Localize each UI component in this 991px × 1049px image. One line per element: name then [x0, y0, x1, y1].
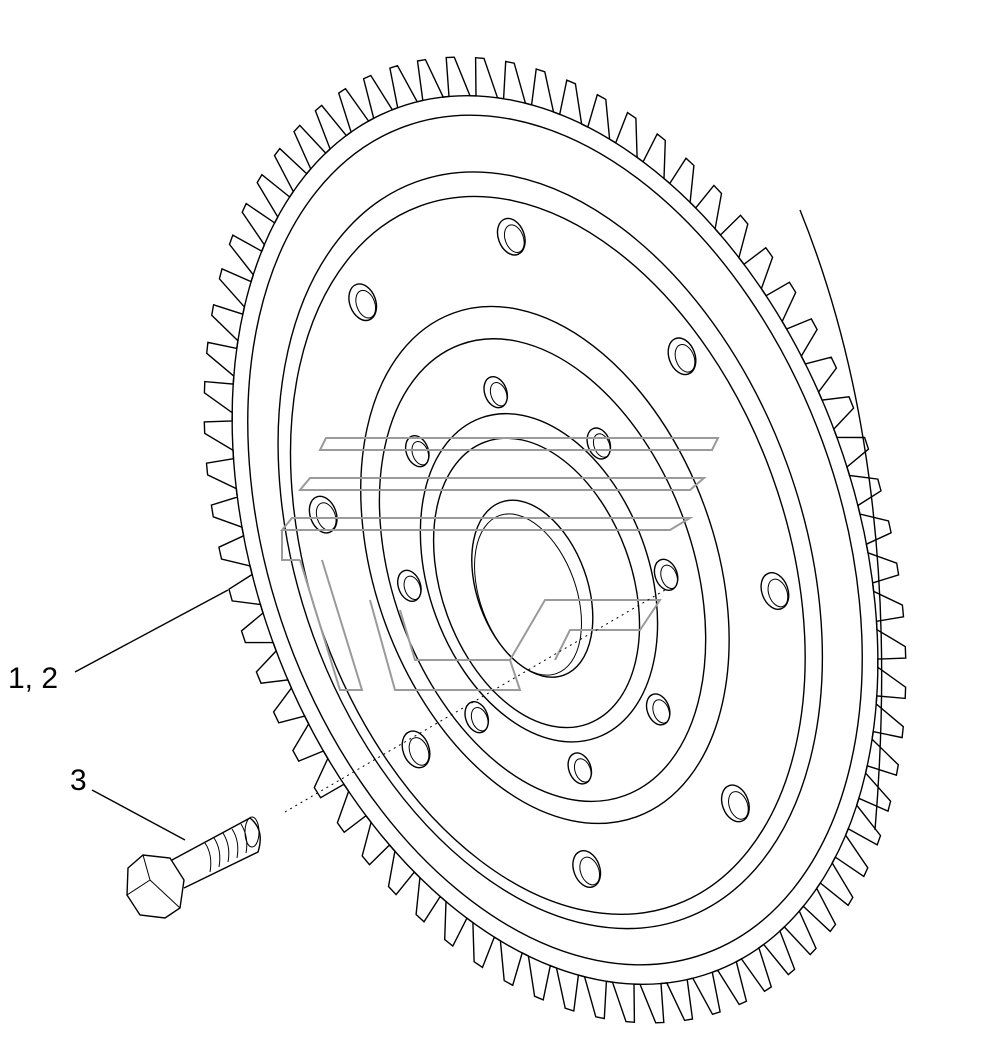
hex-bolt	[126, 816, 261, 919]
outer-bolt-hole	[496, 217, 526, 256]
watermark-logo	[279, 437, 720, 691]
outer-bolt-hole	[720, 784, 750, 823]
inner-bolt-hole	[397, 569, 422, 602]
gear-face-rim-inner	[247, 114, 863, 966]
bolt-head	[126, 854, 185, 919]
gear-face-flange	[277, 171, 824, 930]
inner-bolt-hole	[645, 693, 671, 726]
gear-face-recess-outer	[360, 305, 730, 825]
callout-label-bolt: 3	[70, 764, 87, 797]
outer-bolt-hole	[401, 730, 431, 769]
bolt-thread	[204, 823, 248, 873]
callout-leader-bolt	[91, 789, 186, 841]
gear-center-bore	[471, 499, 594, 678]
gear-face-outer-rim	[231, 95, 879, 985]
inner-bolt-hole	[586, 427, 612, 460]
inner-bolt-hole	[483, 376, 509, 409]
gear-face-step	[289, 195, 806, 915]
gear-center-bore-edge	[474, 513, 582, 676]
assembly-axis-line	[284, 589, 666, 813]
callout-label-gear: 1, 2	[8, 662, 58, 695]
inner-bolt-hole	[653, 558, 679, 591]
gear-rim-side	[799, 209, 883, 831]
ring-gear-body	[231, 95, 883, 985]
outer-bolt-hole	[667, 337, 697, 376]
gear-face-hub-outer	[419, 412, 659, 743]
outer-bolt-hole	[760, 572, 790, 610]
callout-leader-gear	[74, 589, 229, 673]
ring-gear-teeth	[203, 56, 907, 1024]
bolt-holes	[308, 217, 790, 888]
outer-bolt-hole	[348, 283, 378, 322]
gear-face-hub-inner	[432, 437, 641, 729]
outer-bolt-hole	[572, 850, 602, 888]
inner-bolt-hole	[567, 752, 593, 785]
inner-bolt-hole	[464, 701, 490, 734]
gear-teeth-outline	[203, 56, 907, 1024]
bolt-shank	[171, 817, 261, 889]
